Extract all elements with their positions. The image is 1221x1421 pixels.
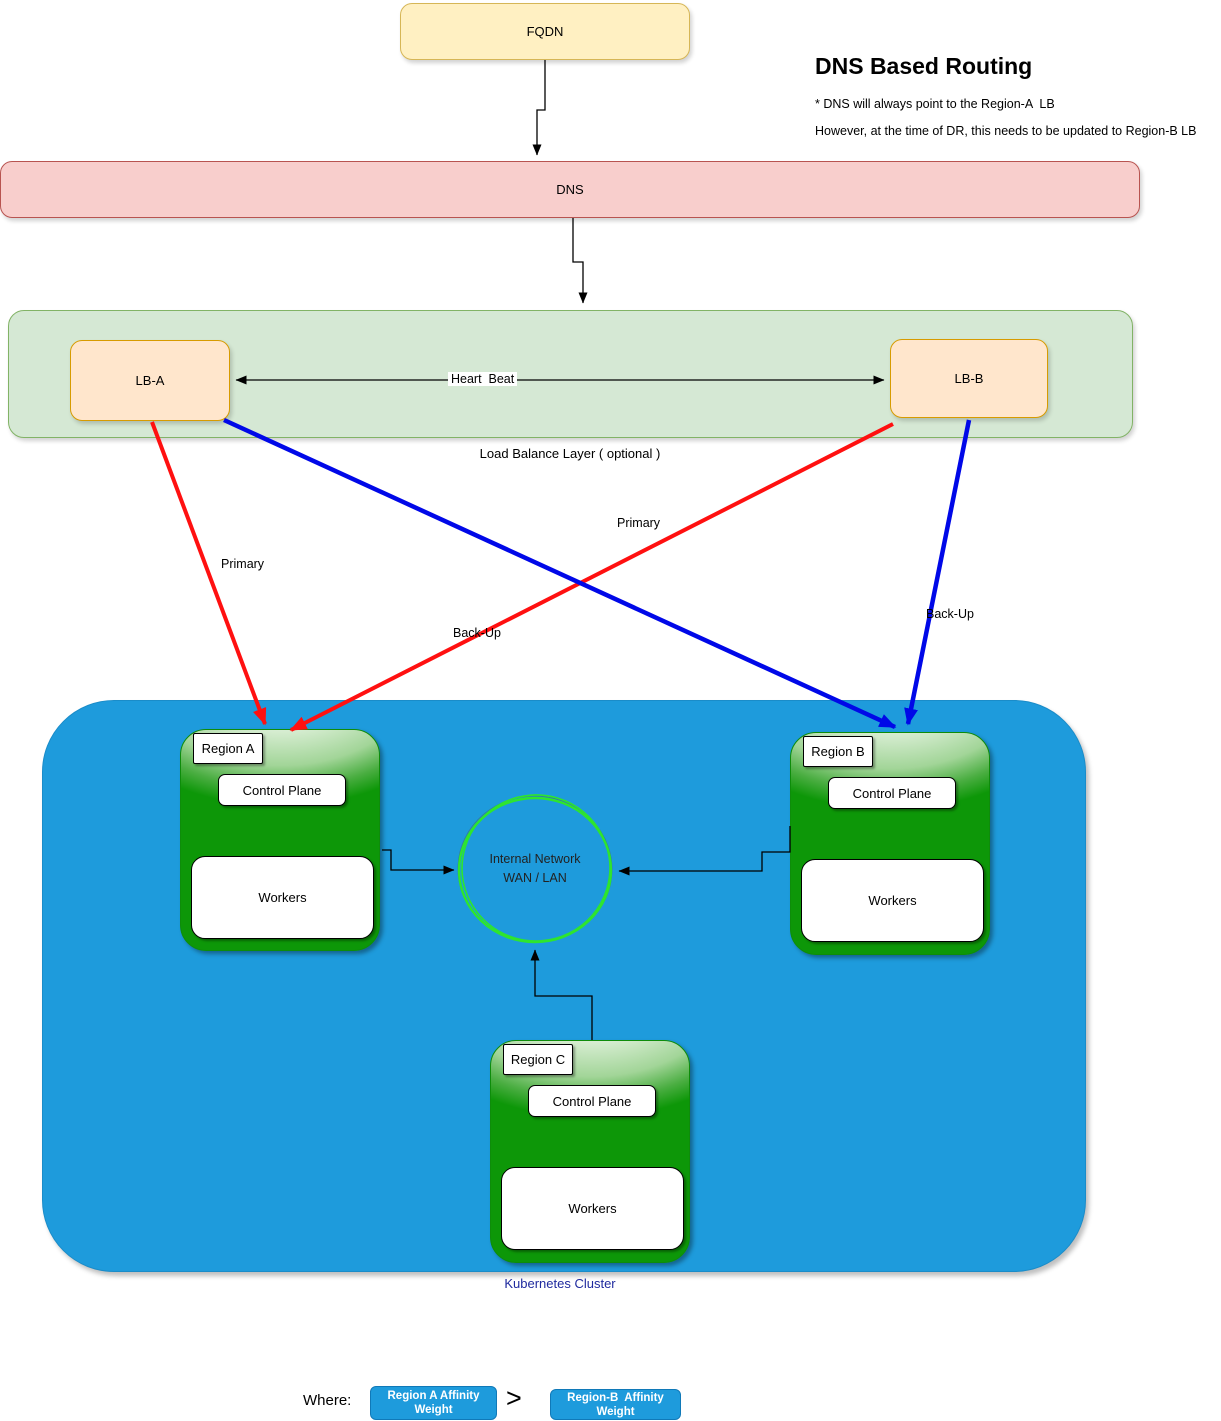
region-b-affinity-badge: Region-B Affinity Weight bbox=[550, 1389, 681, 1420]
where-label: Where: bbox=[303, 1392, 352, 1409]
greater-than-symbol: > bbox=[506, 1383, 522, 1413]
region-a-workers: Workers bbox=[191, 856, 374, 939]
region-b-card: Region B Control Plane Workers bbox=[790, 732, 990, 955]
internal-network-label: Internal Network WAN / LAN bbox=[455, 850, 615, 888]
fqdn-node: FQDN bbox=[400, 3, 690, 60]
lb-layer-caption: Load Balance Layer ( optional ) bbox=[479, 446, 661, 461]
primary-edge-label-a: Primary bbox=[221, 557, 265, 571]
backup-edge-label-b: Back-Up bbox=[926, 607, 974, 621]
page-title: DNS Based Routing bbox=[815, 53, 1033, 79]
region-b-tag: Region B bbox=[803, 736, 873, 767]
region-c-card: Region C Control Plane Workers bbox=[490, 1040, 690, 1263]
lb-a-label: LB-A bbox=[135, 373, 165, 388]
edge-dns-to-lb-layer bbox=[572, 218, 588, 304]
region-c-control-plane: Control Plane bbox=[528, 1085, 656, 1117]
edge-lba-primary-to-region-a bbox=[150, 421, 267, 726]
region-a-card: Region A Control Plane Workers bbox=[180, 729, 380, 951]
heartbeat-edge-label: Heart Beat bbox=[448, 372, 518, 386]
edge-lbb-backup-to-region-b bbox=[904, 419, 972, 726]
primary-edge-label-b: Primary bbox=[617, 516, 661, 530]
lb-b-node: LB-B bbox=[890, 339, 1048, 418]
region-b-control-plane: Control Plane bbox=[828, 777, 956, 809]
region-b-workers: Workers bbox=[801, 859, 984, 942]
region-c-workers: Workers bbox=[501, 1167, 684, 1250]
lb-a-node: LB-A bbox=[70, 340, 230, 421]
internal-network-line1: Internal Network bbox=[489, 852, 581, 866]
internal-network-line2: WAN / LAN bbox=[503, 871, 567, 885]
region-c-tag: Region C bbox=[503, 1044, 573, 1075]
dns-node: DNS bbox=[0, 161, 1140, 218]
region-a-affinity-badge: Region A Affinity Weight bbox=[370, 1386, 497, 1420]
edge-lba-backup-to-region-b bbox=[223, 417, 897, 730]
edge-lbb-primary-to-region-a bbox=[289, 422, 894, 732]
dns-label: DNS bbox=[556, 182, 584, 197]
region-a-control-plane: Control Plane bbox=[218, 774, 346, 806]
fqdn-label: FQDN bbox=[526, 24, 564, 39]
region-a-tag: Region A bbox=[193, 733, 263, 764]
edge-fqdn-to-dns bbox=[532, 60, 546, 156]
note-dns-dr: However, at the time of DR, this needs t… bbox=[815, 124, 1197, 138]
backup-edge-label-a: Back-Up bbox=[453, 626, 501, 640]
note-dns-primary: * DNS will always point to the Region-A … bbox=[815, 97, 1055, 111]
cluster-caption: Kubernetes Cluster bbox=[504, 1276, 616, 1291]
lb-b-label: LB-B bbox=[954, 371, 984, 386]
